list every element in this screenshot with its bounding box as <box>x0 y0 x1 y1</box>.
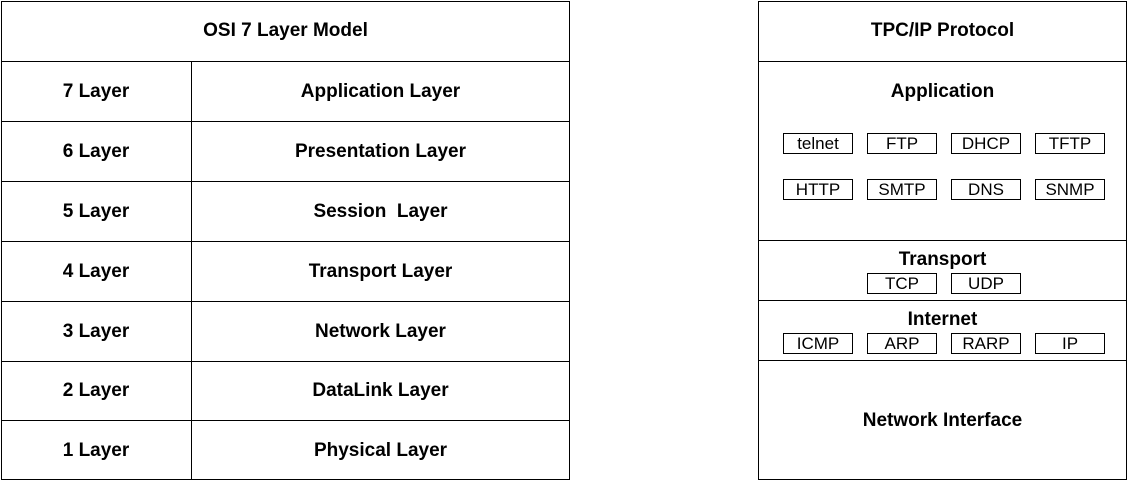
protocol-tag: SNMP <box>1035 179 1105 200</box>
protocol-tag: DHCP <box>951 133 1021 154</box>
osi-row-divider <box>1 301 570 302</box>
application-label: Application <box>890 81 995 102</box>
osi-column-divider <box>191 61 192 480</box>
osi-row-divider <box>1 361 570 362</box>
osi-layer-name: Physical Layer <box>313 439 448 461</box>
tcpip-divider <box>758 61 1127 62</box>
tcpip-section-divider <box>758 360 1127 361</box>
network-interface-label: Network Interface <box>862 409 1023 431</box>
protocol-tag: SMTP <box>867 179 937 200</box>
osi-layer-name: Network Layer <box>315 320 446 342</box>
osi-row-divider <box>1 420 570 421</box>
tcpip-section-divider <box>758 240 1127 241</box>
osi-layer-num: 5 Layer <box>62 200 130 222</box>
osi-layer-num: 2 Layer <box>62 380 130 401</box>
osi-layer-num: 6 Layer <box>62 140 130 162</box>
osi-layer-num: 3 Layer <box>62 320 130 342</box>
tcpip-transport-section: Transport TCP UDP <box>758 241 1127 300</box>
osi-layer-name: DataLink Layer <box>312 380 449 401</box>
transport-label: Transport <box>898 249 987 270</box>
osi-layer-num: 7 Layer <box>62 80 130 102</box>
osi-divider <box>1 61 570 62</box>
protocol-tag: UDP <box>951 273 1021 294</box>
tcpip-internet-section: Internet ICMP ARP RARP IP <box>758 301 1127 360</box>
osi-layer-name: Presentation Layer <box>294 140 467 162</box>
tcpip-title: TPC/IP Protocol <box>870 20 1015 41</box>
osi-layer-name: Session Layer <box>313 200 448 222</box>
tcpip-section-divider <box>758 300 1127 301</box>
osi-layer-num: 4 Layer <box>62 260 130 282</box>
osi-layer-num: 1 Layer <box>62 439 130 461</box>
osi-title: OSI 7 Layer Model <box>203 20 368 41</box>
internet-label: Internet <box>907 309 978 330</box>
protocol-tag: DNS <box>951 179 1021 200</box>
osi-row-divider <box>1 181 570 182</box>
tcpip-application-section: Application telnet FTP DHCP TFTP HTTP SM… <box>758 62 1127 240</box>
protocol-tag: TCP <box>867 273 937 294</box>
osi-row-divider <box>1 121 570 122</box>
osi-layer-name: Transport Layer <box>308 260 453 282</box>
osi-table <box>1 1 570 480</box>
osi-layer-name: Application Layer <box>300 80 461 102</box>
protocol-tag: telnet <box>783 133 853 154</box>
osi-row-divider <box>1 241 570 242</box>
protocol-tag: RARP <box>951 333 1021 354</box>
protocol-tag: HTTP <box>783 179 853 200</box>
protocol-tag: ICMP <box>783 333 853 354</box>
protocol-tag: ARP <box>867 333 937 354</box>
protocol-tag: TFTP <box>1035 133 1105 154</box>
protocol-tag: IP <box>1035 333 1105 354</box>
protocol-tag: FTP <box>867 133 937 154</box>
